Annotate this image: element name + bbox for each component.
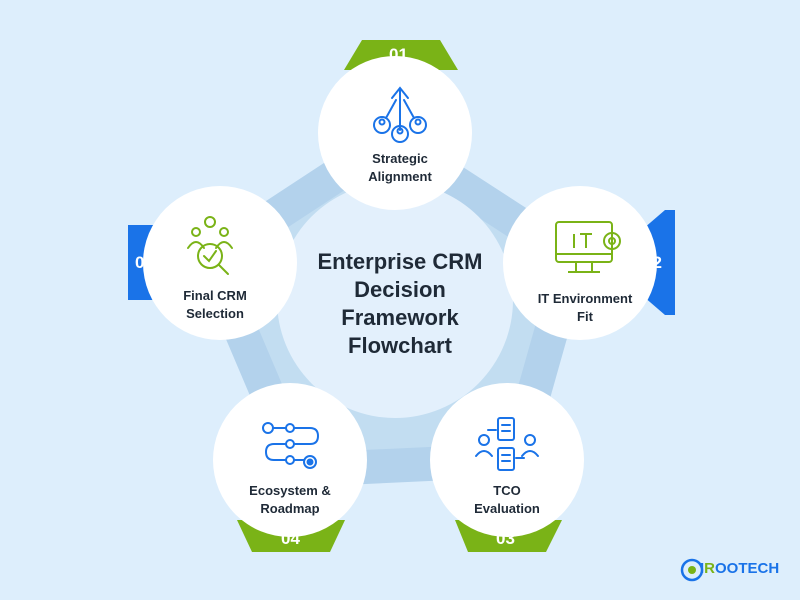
ecosystem-roadmap-icon: [262, 422, 320, 469]
brand-prefix: I: [700, 560, 705, 577]
step-label-05: Final CRM Selection: [150, 287, 280, 323]
final-selection-icon: [187, 216, 233, 275]
title-line4: Flowchart: [348, 333, 452, 358]
step-label-03: TCO Evaluation: [442, 482, 572, 518]
step-label-01-line2: Alignment: [368, 169, 432, 184]
step-label-02-line2: Fit: [577, 309, 593, 324]
brand-logo-mark: [680, 558, 704, 582]
strategic-alignment-icon: [373, 86, 427, 143]
page-title: Enterprise CRM Decision Framework Flowch…: [300, 248, 500, 360]
title-line3: Framework: [341, 305, 459, 330]
title-line1: Enterprise CRM: [317, 249, 483, 274]
it-environment-icon: [555, 221, 621, 273]
step-label-01: Strategic Alignment: [335, 150, 465, 186]
step-circle-01: [318, 56, 472, 210]
step-label-02-line1: IT Environment: [537, 291, 633, 306]
step-number-04: 04: [281, 529, 300, 548]
step-number-02: 02: [643, 253, 662, 272]
step-label-04-line1: Ecosystem &: [249, 483, 331, 498]
step-label-02: IT Environment Fit: [520, 290, 650, 326]
step-label-01-line1: Strategic: [372, 151, 428, 166]
step-label-03-line2: Evaluation: [474, 501, 540, 516]
brand-suffix: OOTECH: [715, 560, 780, 577]
step-label-04: Ecosystem & Roadmap: [225, 482, 355, 518]
center-circle: [277, 182, 513, 418]
step-label-05-line2: Selection: [186, 306, 244, 321]
brand-logo: IROOTECH: [700, 560, 779, 577]
brand-middle: R: [704, 560, 716, 577]
step-label-04-line2: Roadmap: [260, 501, 320, 516]
step-number-05: 05: [135, 253, 154, 272]
step-label-03-line1: TCO: [493, 483, 521, 498]
tco-evaluation-icon: [475, 417, 539, 471]
step-label-05-line1: Final CRM: [183, 288, 247, 303]
step-number-01: 01: [389, 45, 408, 64]
title-line2: Decision: [354, 277, 446, 302]
step-number-03: 03: [496, 529, 515, 548]
